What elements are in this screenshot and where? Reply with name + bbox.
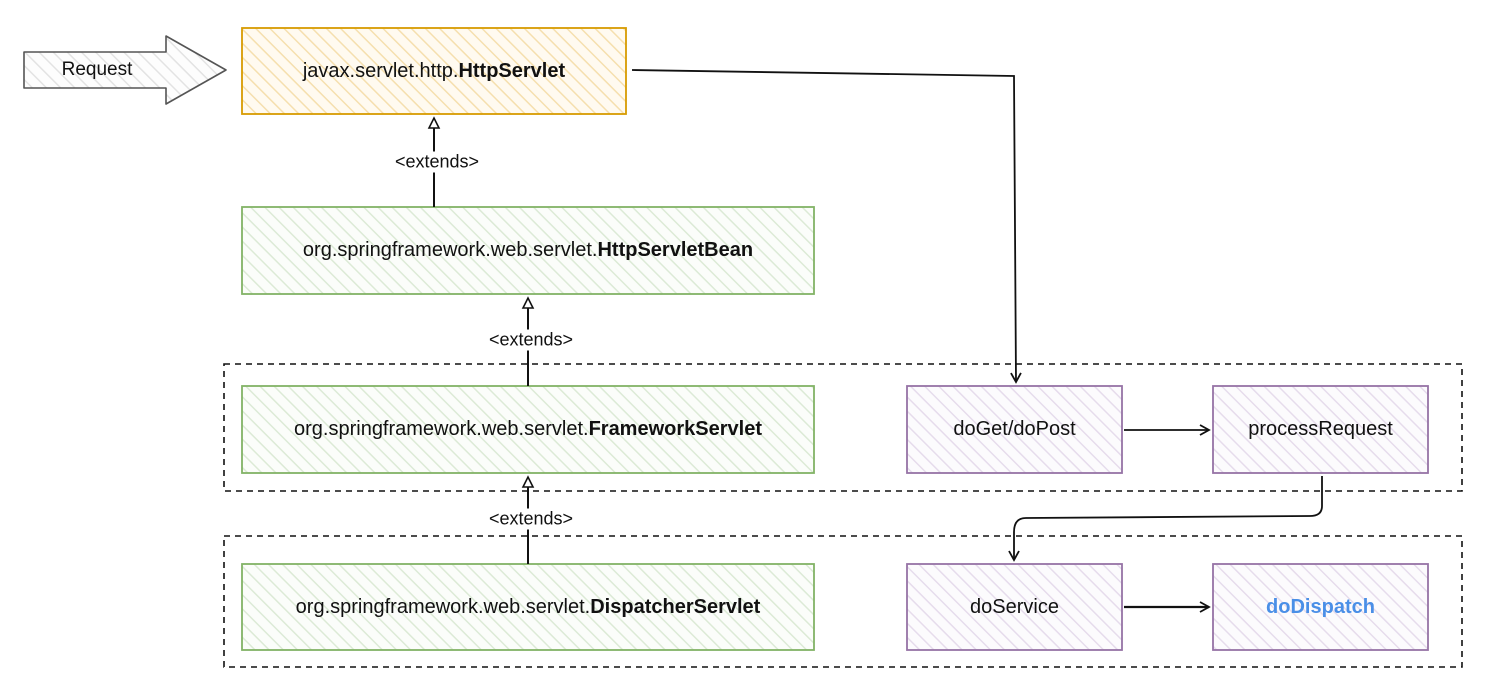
flow-process-to-doservice	[1008, 476, 1323, 562]
extends-label-3: <extends>	[486, 508, 576, 530]
extends-label-2: <extends>	[486, 329, 576, 351]
do-get-post-box[interactable]	[906, 385, 1123, 474]
do-dispatch-box[interactable]	[1212, 563, 1429, 651]
extends-label-1: <extends>	[392, 151, 482, 173]
dispatcher-group-frame	[223, 535, 1463, 668]
framework-servlet-box[interactable]	[241, 385, 815, 474]
http-servlet-box[interactable]	[241, 27, 627, 115]
http-servlet-bean-box[interactable]	[241, 206, 815, 295]
flow-servlet-to-doget	[631, 69, 1022, 384]
dispatcher-servlet-box[interactable]	[241, 563, 815, 651]
process-request-box[interactable]	[1212, 385, 1429, 474]
framework-group-frame	[223, 363, 1463, 492]
do-service-box[interactable]	[906, 563, 1123, 651]
request-arrow	[23, 35, 227, 105]
